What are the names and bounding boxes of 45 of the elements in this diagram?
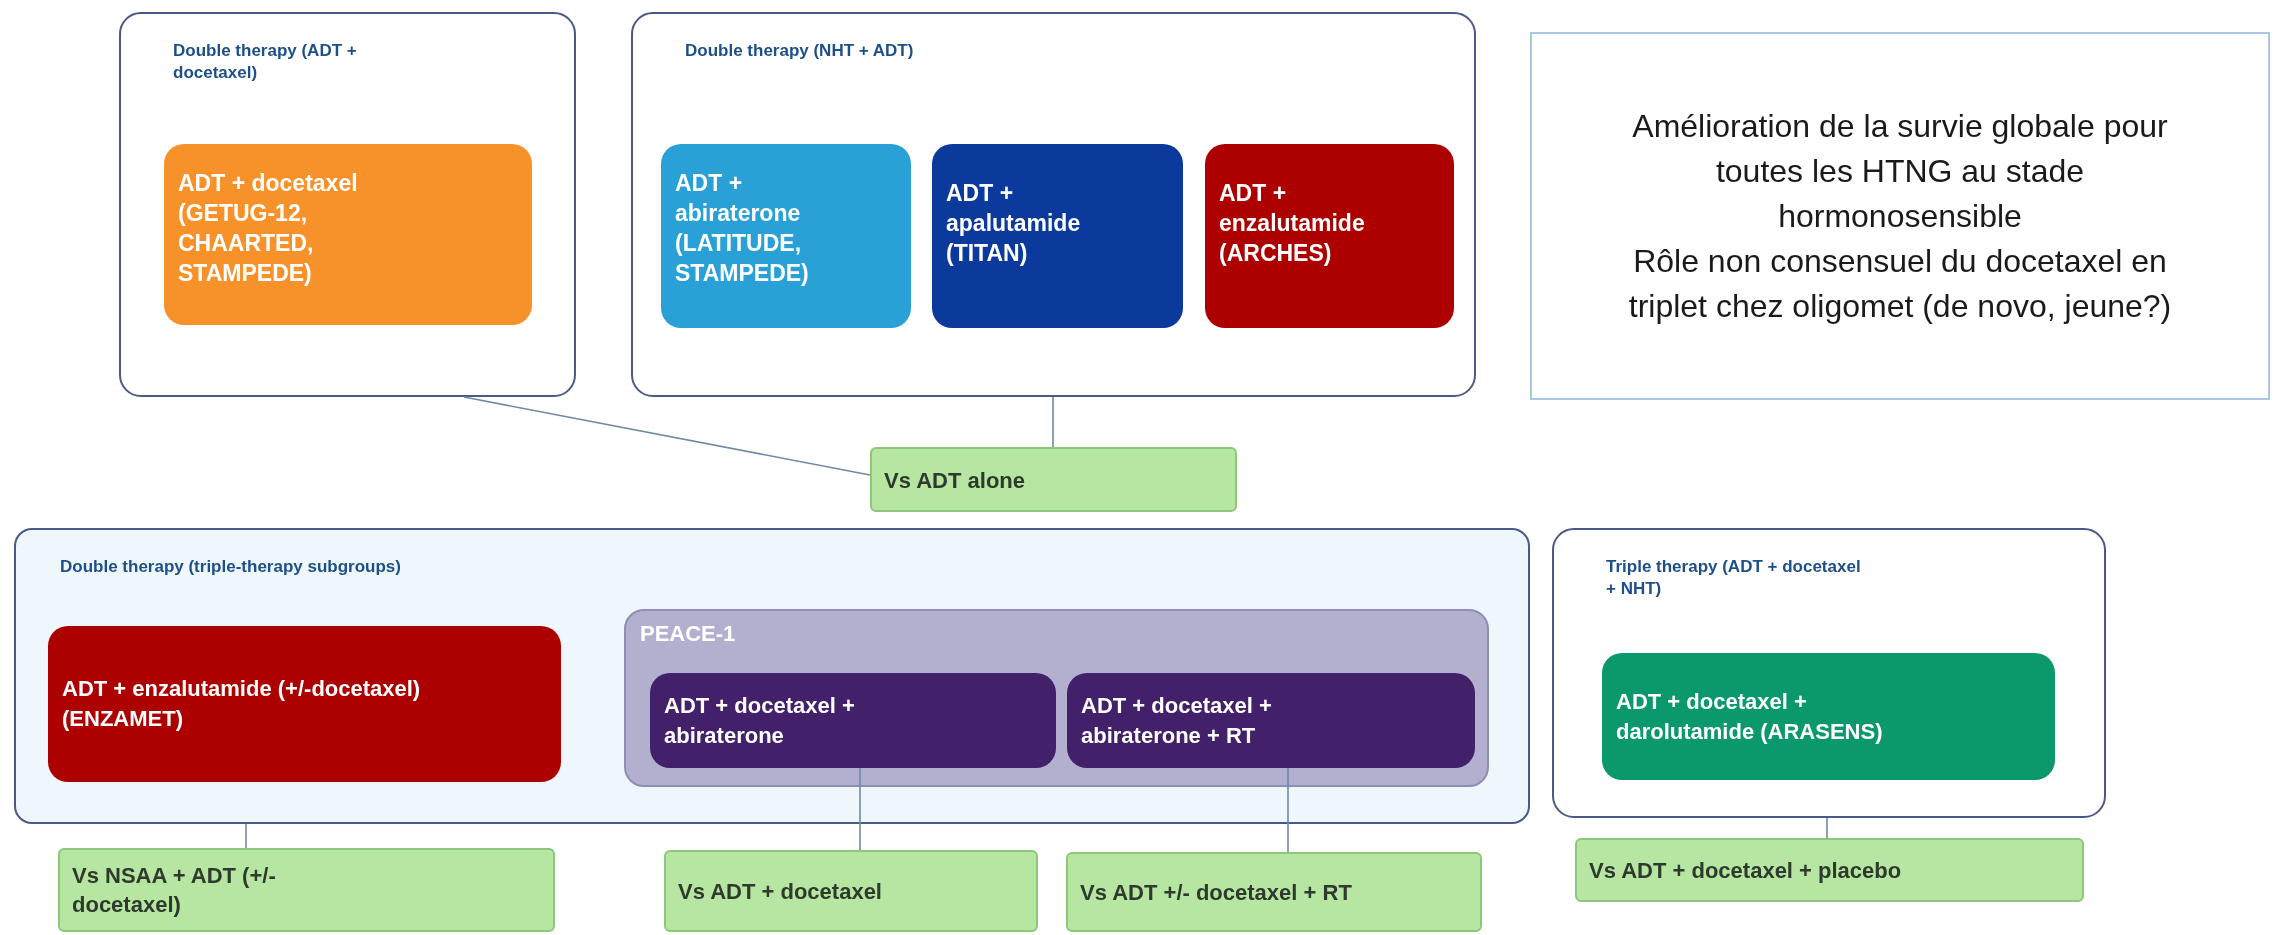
connector-line [245, 823, 247, 849]
group-heading: Double therapy (NHT + ADT) [685, 40, 915, 62]
therapy-box [932, 144, 1183, 328]
comparator-label: Vs ADT + docetaxel [678, 877, 883, 906]
note-text: Amélioration de la survie globale pour toutes les HTNG au stade hormonosensible [1631, 106, 2169, 236]
trial-name: PEACE-1 [640, 621, 736, 647]
group-heading: Triple therapy (ADT + docetaxel + NHT) [1606, 556, 1862, 600]
therapy-box [1602, 653, 2055, 780]
group-heading: Double therapy (ADT + docetaxel) [173, 40, 358, 84]
comparator-label: Vs ADT + docetaxel + placebo [1589, 856, 1903, 885]
connector-line [1826, 817, 1828, 839]
comparator-label: Vs ADT alone [884, 466, 1026, 494]
connector-line [1287, 767, 1289, 853]
group-heading: Double therapy (triple-therapy subgroups) [60, 556, 402, 578]
connector-line [859, 767, 861, 851]
therapy-box [1067, 673, 1475, 768]
group-panel [631, 12, 1476, 397]
therapy-box [48, 626, 561, 782]
connector-line [463, 396, 871, 476]
therapy-label: ADT + apalutamide (TITAN) [946, 179, 1082, 268]
therapy-label: ADT + docetaxel (GETUG-12, CHAARTED, STAMPEDE) [178, 169, 359, 288]
therapy-label: ADT + enzalutamide (+/-docetaxel) (ENZAMET) [62, 675, 422, 733]
therapy-box [1205, 144, 1454, 328]
group-panel [1552, 528, 2106, 818]
group-panel [119, 12, 576, 397]
comparator-box [870, 447, 1237, 512]
note-text: Rôle non consensuel du docetaxel en triplet chez oligomet (de novo, jeune?) [1627, 241, 2173, 326]
therapy-label: ADT + docetaxel + darolutamide (ARASENS) [1616, 687, 1884, 746]
comparator-box [1066, 852, 1482, 932]
therapy-box [650, 673, 1056, 768]
therapy-box [164, 144, 532, 325]
therapy-label: ADT + abiraterone (LATITUDE, STAMPEDE) [675, 169, 810, 288]
comparator-label: Vs ADT +/- docetaxel + RT [1080, 878, 1353, 907]
connector-line [1052, 396, 1054, 448]
comparator-box [1575, 838, 2084, 902]
note-box [1530, 32, 2270, 400]
comparator-box [58, 848, 555, 932]
therapy-label: ADT + enzalutamide (ARCHES) [1219, 179, 1366, 268]
therapy-box [661, 144, 911, 328]
trial-group-panel [624, 609, 1489, 787]
group-panel [14, 528, 1530, 824]
comparator-label: Vs NSAA + ADT (+/- docetaxel) [72, 862, 277, 919]
therapy-label: ADT + docetaxel + abiraterone [664, 691, 856, 750]
comparator-box [664, 850, 1038, 932]
therapy-label: ADT + docetaxel + abiraterone + RT [1081, 691, 1273, 750]
